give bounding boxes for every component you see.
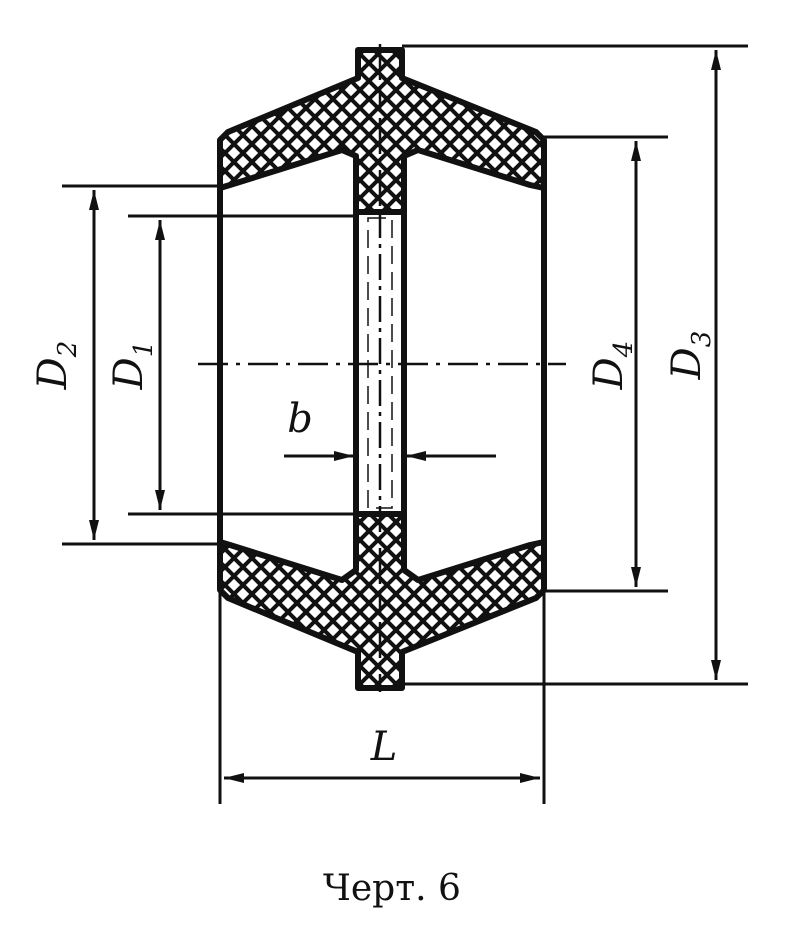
top-flange-section — [217, 47, 547, 215]
figure-caption: Черт. 6 — [323, 868, 461, 909]
label-d4: D4 — [586, 341, 639, 391]
label-d3: D3 — [664, 331, 717, 381]
svg-text:D3: D3 — [664, 331, 717, 381]
label-b: b — [287, 396, 313, 442]
bottom-flange-section — [217, 511, 547, 691]
label-d1: D1 — [106, 341, 159, 391]
svg-text:D4: D4 — [586, 341, 639, 391]
label-d2: D2 — [30, 341, 83, 391]
label-l: L — [370, 724, 398, 770]
svg-text:D1: D1 — [106, 341, 159, 391]
svg-text:D2: D2 — [30, 341, 83, 391]
